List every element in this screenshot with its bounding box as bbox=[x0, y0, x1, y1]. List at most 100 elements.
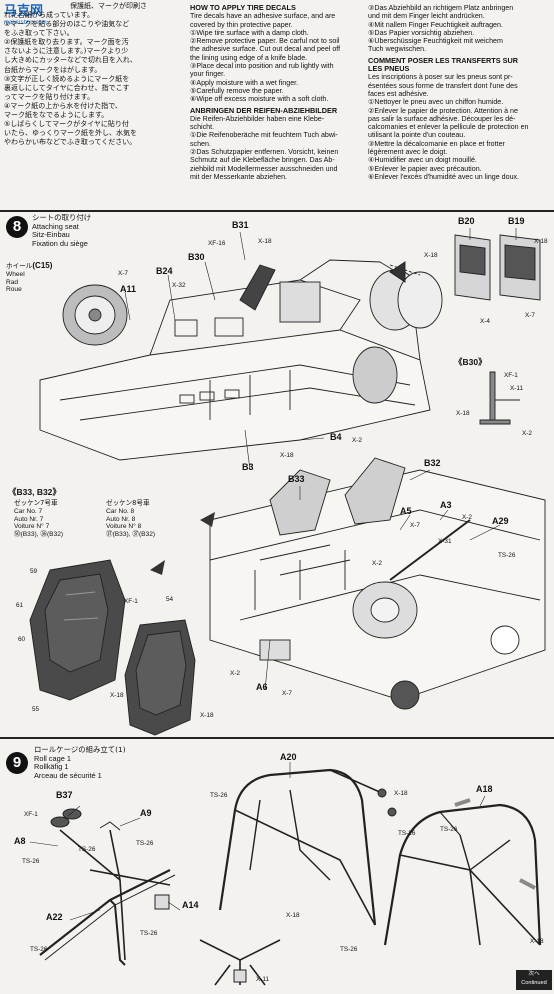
continued-badge: 次へ Continued bbox=[516, 970, 552, 990]
jp-line: れた台紙から成っています。 bbox=[4, 11, 94, 19]
decal-instructions-de-fr: ③Das Abziehbild an richtigem Platz anbri… bbox=[368, 4, 550, 181]
jp-line: マーク紙をなでるようにします。 bbox=[4, 111, 109, 120]
en-line: your finger. bbox=[190, 70, 226, 79]
car8-en: Car No. 8 bbox=[106, 507, 135, 515]
label-x7: X-7 bbox=[282, 690, 292, 697]
en-line: ②Remove protective paper. Be carful not … bbox=[190, 37, 340, 46]
en-title: HOW TO APPLY TIRE DECALS bbox=[190, 4, 296, 12]
label-b4: B4 bbox=[330, 432, 342, 442]
de-line: ⑤Das Papier vorsichtig abziehen. bbox=[368, 28, 475, 37]
label-x7: X-7 bbox=[410, 522, 420, 529]
car7-de: Auto Nr. 7 bbox=[14, 515, 44, 523]
label-x7: X-7 bbox=[118, 270, 128, 277]
de-line: schicht. bbox=[190, 123, 215, 132]
jp-line: し大きめにカッターなどで切れ目を入れ、 bbox=[4, 56, 137, 65]
roll-cage-base bbox=[199, 939, 281, 986]
jp-line: ってマークを貼り付けます。 bbox=[4, 92, 94, 101]
de-line: schen. bbox=[190, 139, 211, 148]
label-ts26: TS-26 bbox=[340, 946, 358, 953]
car7-en: Car No. 7 bbox=[14, 507, 43, 515]
car7-fr: Voiture N° 7 bbox=[14, 523, 50, 531]
jp-line: やわらかい布などでふき取ってください。 bbox=[4, 138, 137, 147]
jp-line: いたら、ゆっくりマーク紙を外し、水気を bbox=[4, 129, 137, 138]
label-x18: X-18 bbox=[424, 252, 438, 259]
section-divider bbox=[0, 210, 554, 212]
caption-b30: 《B30》 bbox=[454, 357, 487, 367]
direction-arrows bbox=[150, 512, 215, 575]
de-line: ziehbild mit Modellermesser ausschneiden… bbox=[190, 164, 338, 173]
de-line: Tuch wegwischen. bbox=[368, 45, 427, 54]
label-ts26: TS-26 bbox=[440, 826, 458, 833]
fr-line: ②Enlever le papier de protection. Attent… bbox=[368, 106, 518, 115]
label-a5: A5 bbox=[400, 506, 412, 516]
step-title-de: Rollkäfig 1 bbox=[34, 763, 69, 772]
leader-lines-step9 bbox=[29, 762, 486, 921]
car7-info: ゼッケン7号車 Car No. 7 Auto Nr. 7 Voiture N° … bbox=[14, 499, 64, 539]
decal-number: 59 bbox=[30, 568, 38, 575]
jp-line: ④マーク紙の上から水を付けた指で、 bbox=[4, 101, 122, 110]
label-b32: B32 bbox=[424, 458, 441, 468]
fr-line: ③Mettre la décalcomanie en place et frot… bbox=[368, 139, 505, 148]
step-title-jp: ロールケージの組み立て(1) bbox=[34, 746, 126, 754]
car8-de: Auto Nr. 8 bbox=[106, 515, 136, 523]
fr-line: faces est adhésive. bbox=[368, 89, 429, 98]
jp-line: をふき取って下さい。 bbox=[4, 29, 74, 38]
en-line: the lining using edge of a knife blade. bbox=[190, 53, 308, 62]
label-x18: X-18 bbox=[286, 912, 300, 919]
label-a29: A29 bbox=[492, 516, 509, 526]
de-line: ④Mit nallem Finger Feuchtigkeit auftrage… bbox=[368, 20, 503, 29]
fr-line: ①Nettoyer le pneu avec un chiffon humide… bbox=[368, 98, 504, 107]
wheel-part: (C15) bbox=[32, 261, 53, 270]
decal-number: 54 bbox=[166, 596, 174, 603]
site-logo: 马克网 bbox=[2, 2, 72, 19]
label-b20: B20 bbox=[458, 216, 475, 226]
fr-line: Les inscriptions à poser sur les pneus s… bbox=[368, 73, 513, 82]
en-line: ⑤Carefully remove the paper. bbox=[190, 86, 284, 95]
fr-line: ⑥Enlever l'excès d'humidité avec un ling… bbox=[368, 172, 520, 181]
chassis-lower bbox=[209, 457, 546, 710]
step-title: ロールケージの組み立て(1) Roll cage 1 Rollkäfig 1 A… bbox=[34, 746, 126, 780]
seat-car8 bbox=[124, 619, 196, 736]
label-x18: X-18 bbox=[456, 410, 470, 417]
jp-line: 保護紙、マークが印刷さ bbox=[70, 2, 147, 10]
car8-fr: Voiture N° 8 bbox=[106, 523, 142, 531]
car7-parts: ㊿(B33), ㊱(B32) bbox=[14, 531, 64, 539]
car8-info: ゼッケン8号車 Car No. 8 Auto Nr. 8 Voiture N° … bbox=[106, 499, 155, 539]
decal-instructions-jp: 保護紙、マークが印刷さ bbox=[70, 2, 182, 11]
de-line: Schmutz auf die Klebefläche bringen. Das… bbox=[190, 156, 335, 165]
label-a22: A22 bbox=[46, 912, 63, 922]
label-x11: X-11 bbox=[510, 385, 524, 392]
label-b24: B24 bbox=[156, 266, 173, 276]
label-x2: X-2 bbox=[522, 430, 532, 437]
label-xf1: XF-1 bbox=[504, 372, 518, 379]
step-title-en: Attaching seat bbox=[32, 222, 79, 231]
fr-line: ⑤Enlever le papier avec précaution. bbox=[368, 164, 482, 173]
en-line: the adhesive surface. Cut out decal and … bbox=[190, 45, 341, 54]
label-ts26: TS-26 bbox=[398, 830, 416, 837]
jp-line: ⑤しばらくしてマークがタイヤに貼り付 bbox=[4, 120, 129, 129]
label-ts26: TS-26 bbox=[78, 846, 96, 853]
en-line: ⑥Wipe off excess moisture with a soft cl… bbox=[190, 95, 329, 104]
step-number: 8 bbox=[6, 216, 28, 238]
label-a6: A6 bbox=[256, 682, 268, 692]
jp-line: ②保護紙を取り去ります。マーク面を汚 bbox=[4, 38, 129, 47]
label-x7: X-7 bbox=[525, 312, 535, 319]
section-divider bbox=[0, 737, 554, 739]
label-a9: A9 bbox=[140, 808, 152, 818]
chassis-upper bbox=[39, 259, 443, 461]
jp-line: 裏返しにしてタイヤに合わせ、指でこす bbox=[4, 83, 130, 92]
label-ts26: TS-26 bbox=[210, 792, 228, 799]
wheel-fr: Roue bbox=[6, 286, 22, 294]
label-b30: B30 bbox=[188, 252, 205, 262]
label-b37: B37 bbox=[56, 790, 73, 800]
decal-instructions-en-de: HOW TO APPLY TIRE DECALS Tire decals hav… bbox=[190, 4, 362, 181]
car8-jp: ゼッケン8号車 bbox=[106, 499, 150, 507]
label-x11: X-11 bbox=[256, 976, 270, 983]
de-line: Die Reifen-Abziehbilder haben eine Klebe… bbox=[190, 114, 325, 123]
wheel-caption: ホイール(C15) Wheel Rad Roue bbox=[6, 262, 52, 294]
de-line: ②Das Schutzpapier entfernen. Vorsicht, k… bbox=[190, 148, 339, 157]
label-ts26: TS-26 bbox=[498, 552, 516, 559]
step-title-en: Roll cage 1 bbox=[34, 754, 71, 763]
label-x31: X-31 bbox=[438, 538, 452, 545]
